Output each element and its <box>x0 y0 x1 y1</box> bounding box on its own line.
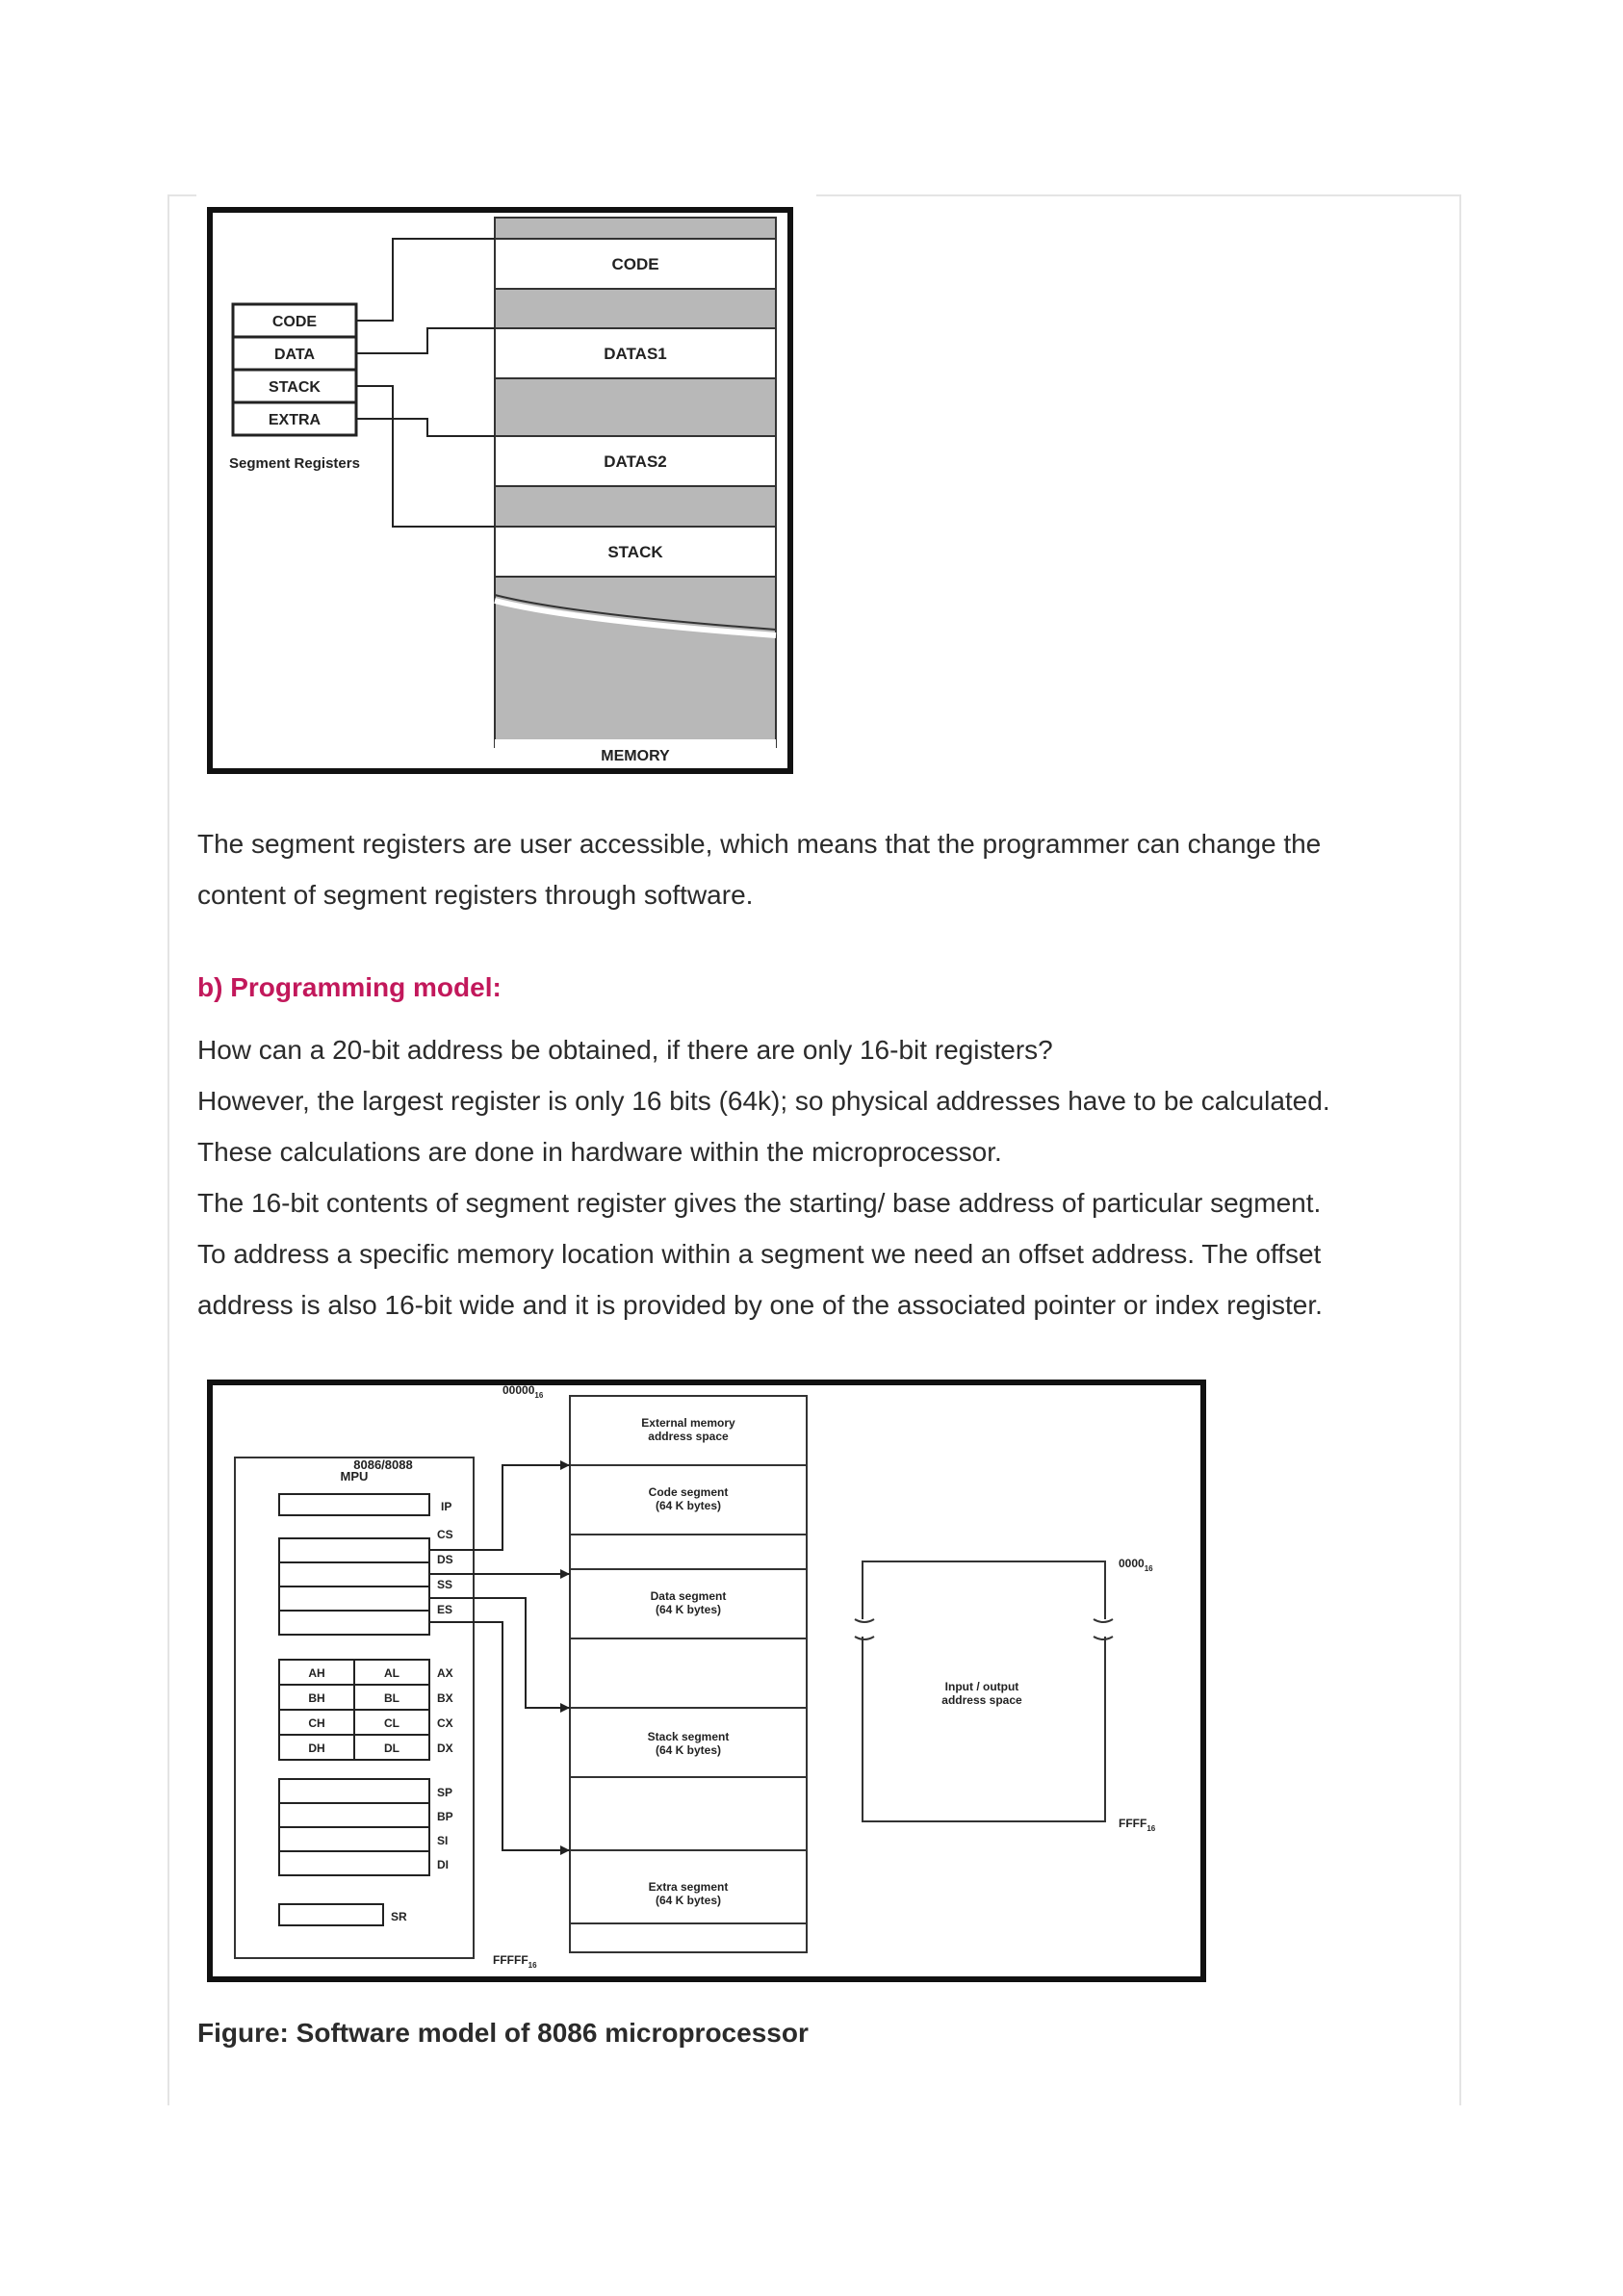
di-label: DI <box>437 1858 449 1871</box>
frame-border-right <box>1459 194 1461 2105</box>
mpu-box <box>234 1457 475 1959</box>
io-addr-end: FFFF16 <box>1119 1817 1156 1833</box>
stack-segment-label-1: Stack segment <box>648 1730 730 1743</box>
programming-model-heading: b) Programming model: <box>197 972 502 1002</box>
dh-label: DH <box>308 1741 324 1755</box>
memory-label-datas1: DATAS1 <box>604 345 667 363</box>
external-memory-label-2: address space <box>648 1430 729 1443</box>
register-label-code: CODE <box>272 314 318 330</box>
memory-label-stack: STACK <box>607 543 663 561</box>
sp-label: SP <box>437 1786 452 1799</box>
memory-break-line <box>494 598 777 638</box>
figure-caption: Figure: Software model of 8086 microproc… <box>197 2018 809 2048</box>
memory-label-code: CODE <box>611 255 658 273</box>
bx-label: BX <box>437 1691 453 1705</box>
stack-segment-label-2: (64 K bytes) <box>656 1743 721 1757</box>
paragraph-segment-registers: The segment registers are user accessibl… <box>197 818 1420 920</box>
ch-label: CH <box>308 1716 324 1730</box>
paragraph-programming-model: How can a 20-bit address be obtained, if… <box>197 1024 1420 1330</box>
io-break-right <box>1099 1619 1111 1637</box>
ss-label: SS <box>437 1578 452 1591</box>
register-label-extra: EXTRA <box>269 412 322 428</box>
io-label-line2: address space <box>941 1693 1022 1707</box>
mpu-label-line1: 8086/8088 <box>353 1458 412 1472</box>
memory-label-datas2: DATAS2 <box>604 452 667 471</box>
paragraph2-line-6: address is also 16-bit wide and it is pr… <box>197 1290 1323 1320</box>
memory-caption-bg <box>495 739 776 762</box>
register-label-stack: STACK <box>269 379 321 396</box>
io-break-left <box>857 1619 868 1637</box>
cs-label: CS <box>437 1528 453 1541</box>
paragraph2-line-4: The 16-bit contents of segment register … <box>197 1188 1322 1218</box>
pointer-register-boxes <box>278 1778 430 1876</box>
data-segment-label-1: Data segment <box>651 1589 727 1603</box>
sr-register-box <box>278 1903 384 1926</box>
io-label-line1: Input / output <box>945 1680 1019 1693</box>
connector-lines <box>356 238 495 528</box>
memory-map-blocks <box>569 1395 808 1953</box>
io-address-space-box <box>862 1561 1106 1822</box>
ip-label: IP <box>441 1500 451 1513</box>
segment-registers-figure: CODE DATAS1 DATAS2 STACK MEMORY CODE DAT… <box>207 207 793 774</box>
frame-border-top-left <box>167 194 196 196</box>
sr-label: SR <box>391 1910 407 1923</box>
io-break-marks-left <box>854 1618 875 1640</box>
memory-caption: MEMORY <box>601 748 670 764</box>
ah-label: AH <box>308 1666 324 1680</box>
paragraph1-line-2: content of segment registers through sof… <box>197 880 754 910</box>
ax-label: AX <box>437 1666 453 1680</box>
mpu-label-line2: MPU <box>341 1469 369 1483</box>
bl-label: BL <box>384 1691 399 1705</box>
register-box-code <box>231 302 358 339</box>
bp-label: BP <box>437 1810 453 1823</box>
code-segment-label-2: (64 K bytes) <box>656 1499 721 1512</box>
memory-block-code <box>494 238 777 290</box>
memory-break-line-edge <box>494 594 777 631</box>
frame-border-left <box>167 194 169 2105</box>
arrow-heads <box>560 1460 570 1855</box>
data-segment-label-2: (64 K bytes) <box>656 1603 721 1616</box>
si-label: SI <box>437 1834 448 1847</box>
paragraph2-line-1: How can a 20-bit address be obtained, if… <box>197 1035 1053 1065</box>
paragraph2-line-5: To address a specific memory location wi… <box>197 1239 1322 1269</box>
es-label: ES <box>437 1603 452 1616</box>
extra-segment-label-2: (64 K bytes) <box>656 1894 721 1907</box>
external-memory-label-1: External memory <box>641 1416 735 1430</box>
extra-segment-label-1: Extra segment <box>649 1880 729 1894</box>
al-label: AL <box>384 1666 399 1680</box>
cx-label: CX <box>437 1716 453 1730</box>
general-register-boxes <box>278 1659 430 1761</box>
segment-connector-lines <box>451 1464 570 1851</box>
dx-label: DX <box>437 1741 453 1755</box>
paragraph2-line-2: However, the largest register is only 16… <box>197 1086 1330 1116</box>
software-model-figure: 8086/8088 MPU IP CS DS SS ES AH AL AX BH… <box>207 1380 1206 1982</box>
ds-label: DS <box>437 1553 453 1566</box>
frame-border-top-right <box>816 194 1461 196</box>
memory-block-datas2 <box>494 435 777 487</box>
ip-register-box <box>278 1493 430 1516</box>
dl-label: DL <box>384 1741 399 1755</box>
memory-block-datas1 <box>494 327 777 379</box>
io-addr-start: 000016 <box>1119 1557 1153 1573</box>
bh-label: BH <box>308 1691 324 1705</box>
paragraph2-line-3: These calculations are done in hardware … <box>197 1137 1002 1167</box>
cl-label: CL <box>384 1716 399 1730</box>
io-break-marks-right <box>1093 1618 1114 1640</box>
code-segment-label-1: Code segment <box>649 1485 729 1499</box>
registers-caption: Segment Registers <box>229 455 360 472</box>
addr-start-label: 0000016 <box>502 1383 544 1400</box>
memory-block-stack <box>494 526 777 578</box>
paragraph1-line-1: The segment registers are user accessibl… <box>197 829 1322 859</box>
addr-end-label: FFFFF16 <box>493 1953 537 1970</box>
register-label-data: DATA <box>274 347 316 363</box>
